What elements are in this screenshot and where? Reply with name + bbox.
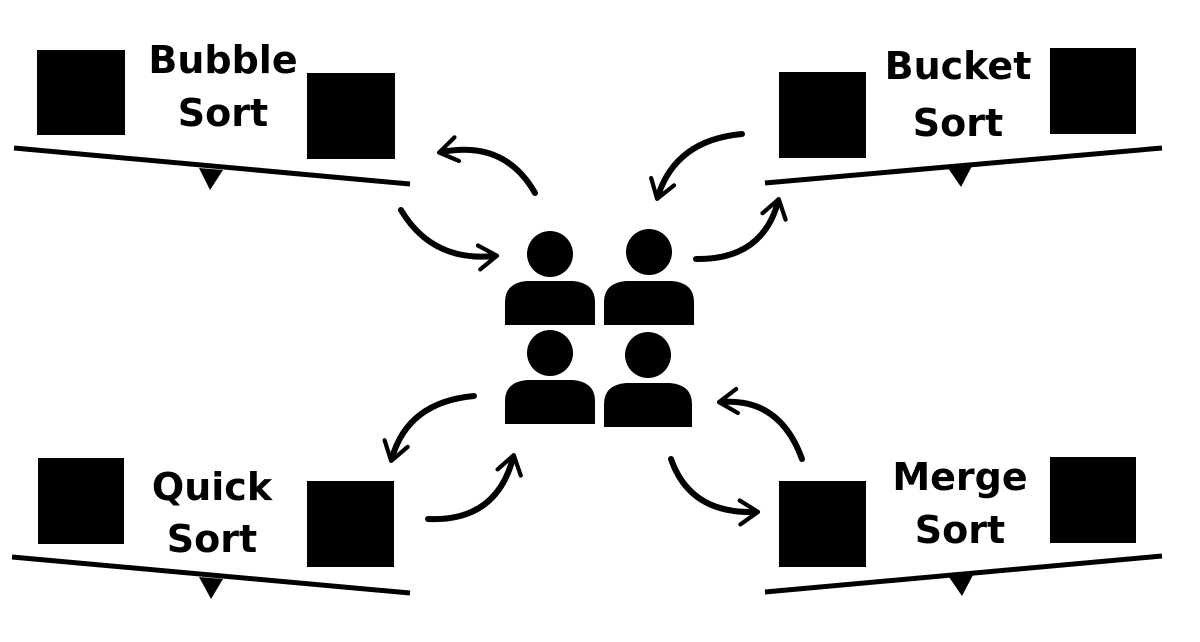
person-bottom-right-icon (604, 332, 692, 427)
arrow-merge-to-center-icon (716, 386, 805, 462)
quick-label-line1: Quick (152, 465, 273, 509)
merge-label-line1: Merge (892, 455, 1027, 499)
merge-seesaw-fulcrum (949, 575, 973, 596)
quick-label-line2: Sort (167, 517, 257, 561)
person-top-left-icon (505, 231, 595, 325)
bubble-label-line1: Bubble (148, 38, 297, 82)
merge-seesaw-beam (764, 553, 1163, 595)
bubble-label-line2: Sort (178, 91, 268, 135)
merge-sort-station: Merge Sort (764, 455, 1163, 596)
flow-arrows (382, 131, 805, 527)
bubble-right-box (307, 73, 395, 159)
arrow-bucket-to-center-icon (649, 131, 745, 201)
bucket-label-line2: Sort (913, 101, 1003, 145)
merge-label-line2: Sort (915, 508, 1005, 552)
bucket-left-box (779, 72, 866, 158)
quick-seesaw-beam (11, 554, 411, 596)
merge-right-box (1050, 457, 1136, 543)
merge-left-box (779, 481, 866, 567)
group-of-four-people-icon (505, 229, 694, 427)
bucket-seesaw-fulcrum (948, 166, 972, 187)
bucket-label-line1: Bucket (885, 44, 1032, 88)
arrow-center-to-quick-icon (382, 393, 477, 463)
quick-seesaw-fulcrum (199, 577, 223, 599)
bubble-seesaw-beam (13, 145, 411, 187)
bubble-left-box (37, 50, 125, 135)
person-bottom-left-icon (505, 330, 595, 424)
arrow-bubble-to-center-icon (398, 207, 500, 272)
bubble-sort-station: Bubble Sort (13, 38, 411, 190)
quick-right-box (307, 481, 394, 567)
arrow-center-to-bucket-icon (693, 197, 788, 263)
quick-sort-station: Quick Sort (11, 458, 411, 599)
arrow-center-to-merge-icon (668, 456, 761, 527)
bucket-right-box (1050, 48, 1136, 134)
bucket-seesaw-beam (764, 145, 1163, 186)
arrow-center-to-bubble-icon (436, 135, 538, 196)
bucket-sort-station: Bucket Sort (764, 44, 1163, 187)
arrow-quick-to-center-icon (425, 453, 523, 523)
bubble-seesaw-fulcrum (199, 168, 223, 190)
person-top-right-icon (604, 229, 694, 325)
quick-left-box (38, 458, 124, 544)
